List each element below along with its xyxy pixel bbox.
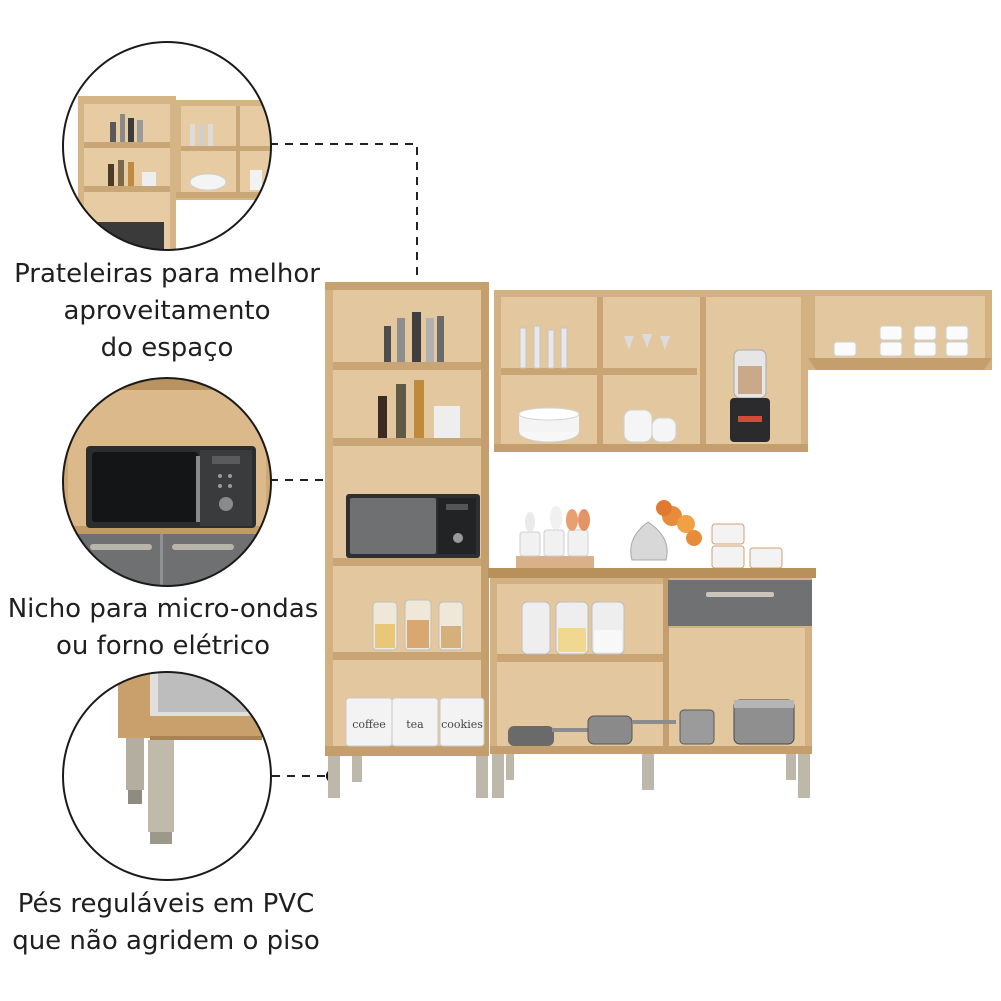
caption-microwave-niche: Nicho para micro-ondas ou forno elétrico: [4, 591, 322, 665]
blender: [730, 349, 770, 442]
tall-pantry-module: coffee tea cookies: [325, 282, 489, 798]
microwave: [346, 494, 480, 558]
canisters: coffee tea cookies: [345, 697, 485, 747]
kitchen-cabinet-set: coffee tea cookies: [325, 282, 992, 798]
caption-microwave-line-2: ou forno elétrico: [55, 631, 271, 661]
leader-line-shelves: [270, 143, 418, 350]
countertop-items: [516, 500, 783, 569]
wall-cabinet-module: [494, 290, 808, 452]
caption-feet-line-2: que não agridem o piso: [12, 926, 320, 956]
canister-label-coffee: coffee: [352, 718, 386, 731]
wall-shelf-module: [808, 290, 992, 370]
gray-drawer: [668, 580, 812, 626]
caption-feet-line-1: Pés reguláveis em PVC: [17, 889, 315, 919]
canister-label-tea: tea: [406, 718, 424, 731]
cookware: [508, 699, 795, 746]
base-cabinet-module: [488, 568, 816, 798]
zoom-circle-microwave: [62, 377, 272, 587]
caption-shelves: Prateleiras para melhor aproveitamento d…: [10, 256, 324, 367]
caption-shelves-line-2: aproveitamento: [63, 296, 271, 326]
zoom-circle-shelves: [62, 41, 272, 251]
caption-microwave-line-1: Nicho para micro-ondas: [7, 594, 319, 624]
caption-shelves-line-1: Prateleiras para melhor: [14, 259, 320, 289]
zoom-circle-feet: [62, 671, 272, 881]
caption-shelves-line-3: do espaço: [100, 333, 234, 363]
canister-label-cookies: cookies: [441, 718, 483, 731]
caption-adjustable-feet: Pés reguláveis em PVC que não agridem o …: [8, 886, 324, 960]
